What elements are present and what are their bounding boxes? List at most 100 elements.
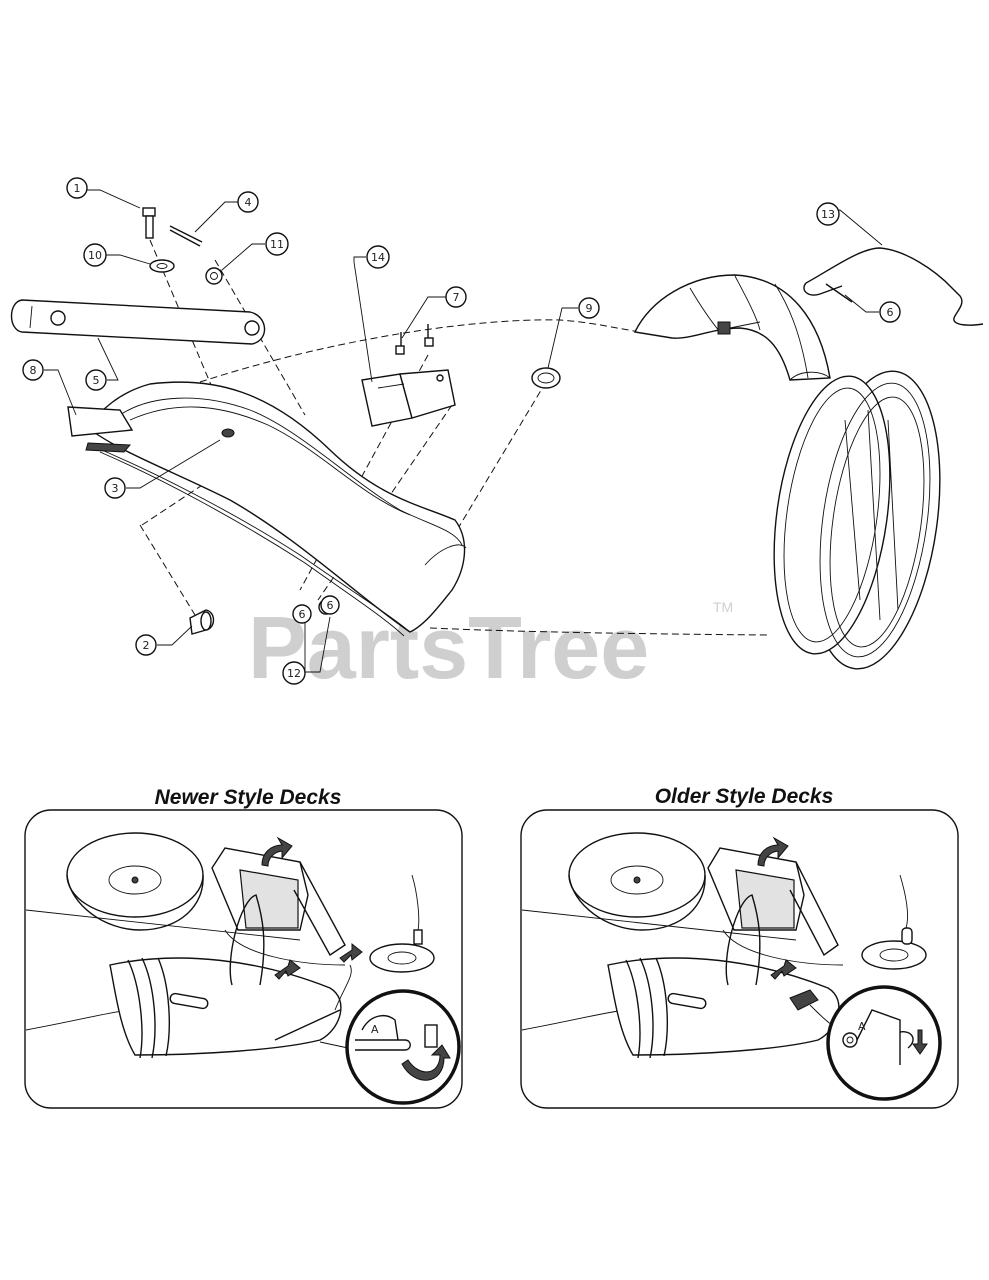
hinge-bar (10, 299, 266, 345)
hinge-bar-hole-left (50, 310, 66, 326)
svg-text:6: 6 (327, 599, 334, 612)
pin-2-end (200, 611, 212, 631)
svg-text:9: 9 (586, 302, 593, 315)
svg-text:12: 12 (287, 667, 301, 680)
callout-10: 10 (83, 243, 107, 267)
watermark-brand: PartsTree (248, 598, 649, 697)
older-wire (725, 894, 761, 986)
older-deck-edge (522, 909, 797, 941)
older-clip (789, 989, 819, 1011)
leader-2 (157, 625, 193, 646)
chute-lower-lip (89, 444, 411, 633)
svg-text:7: 7 (453, 291, 460, 304)
callout-labels: 1 4 10 11 14 7 9 13 (22, 177, 901, 685)
alignment-line-top (199, 319, 641, 383)
leader-1 (87, 189, 141, 209)
callout-13: 13 (816, 202, 840, 226)
leader-8 (44, 369, 77, 416)
newer-rod (274, 1009, 341, 1041)
screw-7b (424, 337, 434, 347)
adapter-latch-rod (729, 321, 761, 329)
spacer-11-hole (210, 272, 218, 280)
panel-title-newer: Newer Style Decks (155, 786, 342, 809)
leader-6-upper (844, 294, 879, 313)
chute-mount-tab (67, 406, 134, 437)
callout-9: 9 (578, 297, 600, 319)
callout-1: 1 (66, 177, 88, 199)
callout-12: 12 (282, 661, 306, 685)
alignment-line-2 (139, 524, 196, 616)
panel-older-style: A (520, 809, 959, 1109)
leader-11 (221, 243, 265, 271)
adapter-seam-2 (734, 275, 761, 331)
older-arrow-up (757, 836, 789, 867)
newer-rod-lead (334, 964, 352, 1011)
newer-deck-edge (26, 909, 301, 941)
bolt-1-shank (145, 215, 154, 239)
adapter-collar (789, 371, 831, 381)
adapter-ring-back (773, 375, 891, 655)
adapter-seam-1 (689, 287, 721, 333)
adapter-mesh-3 (887, 419, 899, 611)
callout-5: 5 (85, 369, 107, 391)
washer-10-hole (156, 263, 168, 269)
pin-4-shaft (169, 225, 203, 243)
pin-4 (169, 225, 203, 247)
screws-7 (395, 324, 444, 382)
svg-text:6: 6 (299, 608, 306, 621)
svg-text:3: 3 (112, 482, 119, 495)
leader-3 (126, 439, 221, 489)
callout-2: 2 (135, 634, 157, 656)
chute-outlet-curve (424, 544, 467, 566)
newer-wire (229, 894, 265, 986)
newer-arrow-right (339, 942, 363, 963)
watermark: PartsTree TM (248, 598, 733, 697)
older-detail-circle: A (826, 985, 942, 1101)
svg-text:5: 5 (93, 374, 100, 387)
leader-9 (547, 307, 578, 369)
adapter-ring-back-inner (783, 387, 881, 643)
exploded-view (10, 207, 984, 670)
alignment-line-bottom (429, 627, 771, 636)
older-tire (568, 832, 706, 931)
svg-text:10: 10 (88, 249, 102, 262)
hinge-bar-hole-right (244, 320, 260, 336)
callout-4: 4 (237, 191, 259, 213)
callout-6-upper: 6 (879, 301, 901, 323)
adapter-ring-outer-inner (819, 382, 931, 658)
svg-text:11: 11 (270, 238, 284, 251)
newer-tire (66, 832, 204, 931)
adapter-latch (717, 321, 731, 335)
adapter-mesh-2 (867, 409, 881, 621)
chute-lower-lip-2 (99, 451, 405, 637)
chute-inner-rim (119, 397, 463, 546)
panel-newer-style: A (24, 809, 463, 1109)
leader-10 (106, 254, 151, 265)
newer-pivot (369, 874, 435, 973)
callout-7: 7 (445, 286, 467, 308)
discharge-chute (67, 381, 467, 637)
adapter-ring-lip (829, 396, 925, 648)
callout-11: 11 (265, 232, 289, 256)
newer-arrow-up (261, 836, 293, 867)
callout-8: 8 (22, 359, 44, 381)
hinge-bar-body (10, 299, 266, 345)
grommet-9-outer (531, 367, 561, 389)
adapter-seam-3 (774, 283, 809, 379)
adapter-mesh-1 (844, 419, 861, 601)
pin-4-shaft-2 (169, 229, 201, 247)
leader-5 (97, 337, 119, 381)
rod-13 (805, 247, 984, 326)
screw-7a (395, 345, 405, 355)
svg-text:1: 1 (74, 182, 81, 195)
older-arrow-left (770, 959, 797, 980)
leader-7 (401, 296, 446, 339)
nut-7 (436, 374, 444, 382)
svg-text:2: 2 (143, 639, 150, 652)
older-discharge-tube (607, 929, 844, 1059)
rod-13-hook (803, 282, 843, 296)
grommet-9-inner (537, 372, 555, 384)
svg-text:13: 13 (821, 208, 835, 221)
grommet-9 (531, 367, 561, 389)
